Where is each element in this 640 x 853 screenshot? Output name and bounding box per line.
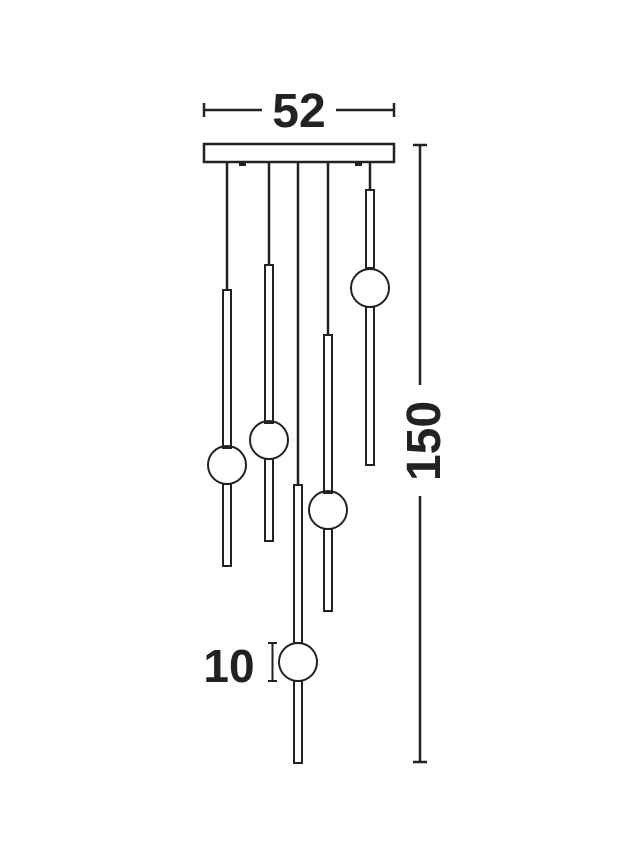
- pendant-2-lower-rod: [264, 458, 274, 542]
- width-dimension-label: 52: [272, 85, 325, 138]
- height-dimension-label: 150: [398, 401, 451, 481]
- canopy-plate: [202, 142, 396, 164]
- pendant-1-upper-rod: [222, 289, 232, 449]
- pendant-3: [278, 162, 318, 764]
- pendant-4-upper-rod: [323, 334, 333, 494]
- pendant-2-upper-rod: [264, 264, 274, 424]
- pendant-2-globe: [249, 420, 289, 460]
- shade-dimension-label: 10: [203, 640, 254, 692]
- pendant-3-lower-rod: [293, 680, 303, 764]
- width-dimension: 52: [202, 85, 396, 138]
- pendant-3-globe: [278, 642, 318, 682]
- pendant-5-globe: [350, 268, 390, 308]
- pendant-5: [350, 162, 390, 466]
- pendant-3-upper-rod: [293, 484, 303, 644]
- pendant-5-upper-rod: [365, 189, 375, 269]
- pendant-1-globe: [207, 445, 247, 485]
- shade-dimension: 10: [203, 640, 277, 692]
- pendant-1-lower-rod: [222, 483, 232, 567]
- pendant-2: [249, 162, 289, 542]
- pendant-4-lower-rod: [323, 528, 333, 612]
- pendant-5-lower-rod: [365, 306, 375, 466]
- height-dimension: 150: [398, 143, 451, 764]
- canopy-hook-1: [239, 162, 246, 166]
- pendant-1: [207, 162, 247, 567]
- pendant-4: [308, 162, 348, 612]
- pendant-4-globe: [308, 490, 348, 530]
- canopy-hook-2: [355, 162, 362, 166]
